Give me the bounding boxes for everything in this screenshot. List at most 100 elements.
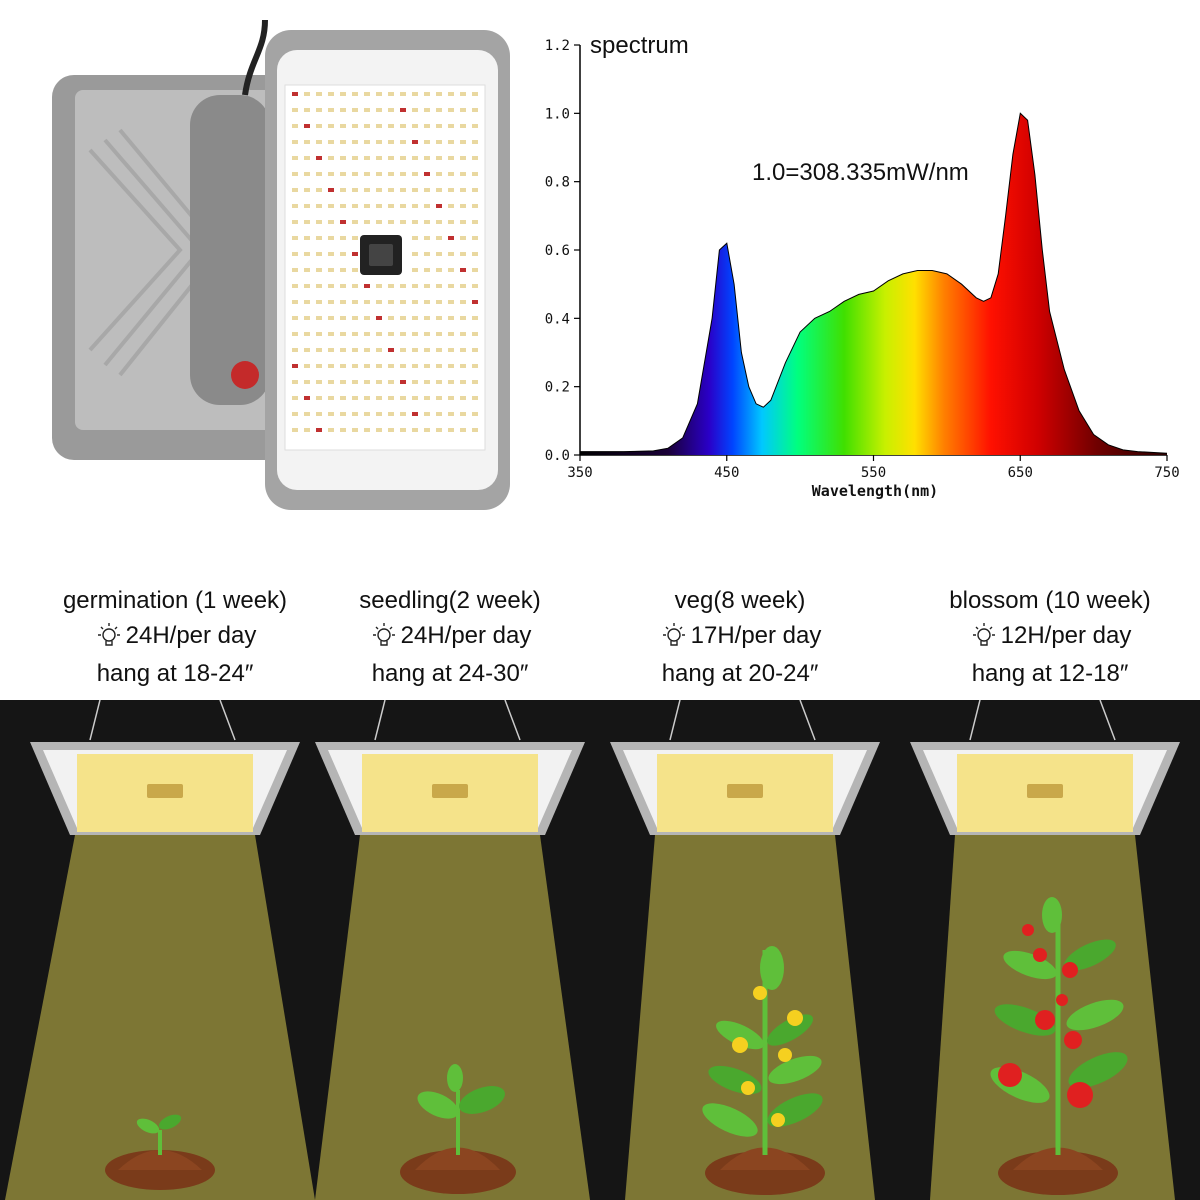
led-chip: [460, 284, 466, 288]
stage-hours: 17H/per day: [690, 622, 822, 649]
led-chip: [304, 156, 310, 160]
led-chip: [376, 428, 382, 432]
stage-name: veg(8 week): [674, 587, 806, 614]
led-chip: [472, 108, 478, 112]
led-chip: [460, 204, 466, 208]
led-chip: [436, 348, 442, 352]
led-chip: [400, 428, 406, 432]
led-chip: [364, 156, 370, 160]
led-chip: [364, 300, 370, 304]
led-chip: [304, 268, 310, 272]
led-chip: [340, 252, 346, 256]
led-chip: [292, 108, 298, 112]
y-tick-label: 1.0: [545, 106, 570, 122]
led-chip: [376, 108, 382, 112]
led-chip: [436, 396, 442, 400]
led-chip: [388, 156, 394, 160]
led-chip: [472, 188, 478, 192]
hanging-wire: [969, 700, 981, 741]
led-chip: [472, 252, 478, 256]
plant-seedling: [400, 1064, 516, 1194]
led-chip: [436, 156, 442, 160]
led-chip: [364, 108, 370, 112]
led-chip: [448, 252, 454, 256]
led-chip: [328, 380, 334, 384]
led-chip: [436, 412, 442, 416]
led-chip: [316, 236, 322, 240]
led-chip: [340, 412, 346, 416]
x-tick-label: 750: [1154, 465, 1179, 481]
led-chip: [448, 316, 454, 320]
led-chip: [364, 364, 370, 368]
led-chip: [472, 412, 478, 416]
led-chip: [328, 172, 334, 176]
led-chip: [352, 348, 358, 352]
power-cord: [242, 20, 268, 96]
led-chip: [316, 300, 322, 304]
led-chip: [412, 396, 418, 400]
hanging-wire: [669, 700, 681, 741]
led-chip: [364, 428, 370, 432]
led-chip: [364, 220, 370, 224]
led-chip: [448, 300, 454, 304]
led-chip: [436, 316, 442, 320]
led-chip: [424, 284, 430, 288]
led-chip: [400, 124, 406, 128]
led-chip: [304, 348, 310, 352]
led-chip: [352, 428, 358, 432]
led-chip: [364, 396, 370, 400]
led-chip: [376, 284, 382, 288]
led-chip: [316, 140, 322, 144]
light-bulb-icon: [972, 623, 995, 646]
led-chip: [412, 428, 418, 432]
led-chip: [328, 364, 334, 368]
stage-germination: germination (1 week) 24H/per day hang at…: [25, 585, 325, 693]
led-chip: [316, 348, 322, 352]
led-chip: [436, 284, 442, 288]
led-chip: [448, 332, 454, 336]
led-chip: [460, 220, 466, 224]
spectrum-line: [580, 112, 1168, 454]
led-chip: [292, 268, 298, 272]
led-chip: [388, 332, 394, 336]
led-chip: [400, 108, 406, 112]
light-bulb-icon: [372, 623, 395, 646]
led-chip: [460, 92, 466, 96]
y-tick-label: 0.2: [545, 380, 570, 396]
led-chip: [352, 396, 358, 400]
led-chip: [328, 108, 334, 112]
led-chip: [376, 220, 382, 224]
led-chip: [412, 92, 418, 96]
led-chip: [460, 348, 466, 352]
led-chip: [412, 124, 418, 128]
stage-hours-row: 24H/per day: [300, 617, 600, 655]
led-chip: [304, 396, 310, 400]
led-chip: [388, 220, 394, 224]
led-chip: [388, 348, 394, 352]
led-chip: [424, 396, 430, 400]
led-chip: [448, 156, 454, 160]
led-chip: [472, 92, 478, 96]
led-chip: [316, 396, 322, 400]
led-chip: [340, 188, 346, 192]
led-chip: [436, 220, 442, 224]
led-chip: [352, 300, 358, 304]
led-chip: [424, 156, 430, 160]
stage-hang: hang at 20-24″: [661, 660, 819, 687]
led-chip: [292, 236, 298, 240]
led-chip: [328, 156, 334, 160]
led-chip: [460, 316, 466, 320]
led-chip: [424, 332, 430, 336]
lamp-connector: [147, 784, 183, 798]
led-chip: [292, 172, 298, 176]
led-chip: [400, 364, 406, 368]
led-chip: [352, 364, 358, 368]
led-chip: [448, 220, 454, 224]
led-chip: [448, 124, 454, 128]
led-chip: [424, 220, 430, 224]
led-chip: [352, 380, 358, 384]
x-tick-label: 450: [714, 465, 739, 481]
power-switch: [231, 361, 259, 389]
led-chip: [340, 236, 346, 240]
led-chip: [412, 188, 418, 192]
